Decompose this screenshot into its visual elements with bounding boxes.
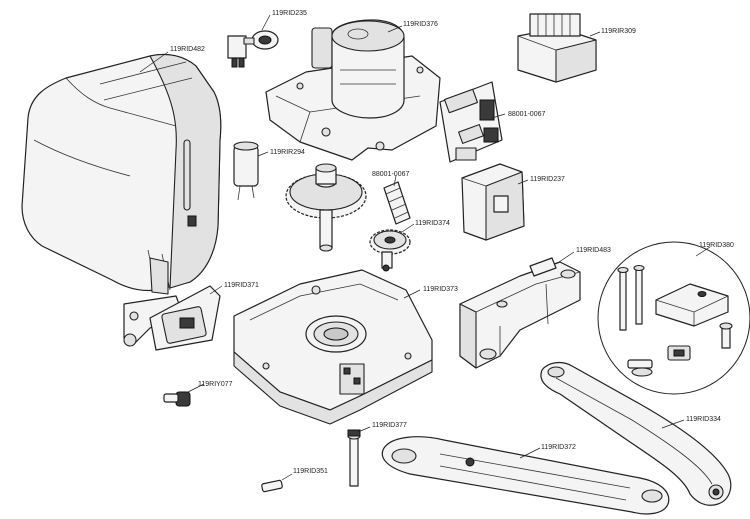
part-label-119RID377: 119RID377 (372, 422, 407, 429)
part-label-119RIR309: 119RIR309 (601, 28, 636, 35)
part-label-119RID334: 119RID334 (686, 416, 721, 423)
part-label-119RID482: 119RID482 (170, 46, 205, 53)
part-label-119RID483: 119RID483 (576, 247, 611, 254)
part-label-119RID376: 119RID376 (403, 21, 438, 28)
part-label-119RID373: 119RID373 (423, 286, 458, 293)
mounting-bracket-part[interactable] (459, 257, 581, 369)
part-label-119RIR294: 119RIR294 (270, 149, 305, 156)
worm-gear-part[interactable] (369, 229, 411, 272)
motor-assembly-part[interactable] (265, 19, 441, 161)
transformer-part[interactable] (517, 13, 597, 83)
part-label-119RID372: 119RID372 (541, 444, 576, 451)
encoder-part[interactable] (227, 30, 279, 68)
part-label-119RID371: 119RID371 (224, 282, 259, 289)
part-label-board-88001-0067: 88001-0067 (508, 111, 545, 118)
cover-part[interactable] (21, 53, 222, 295)
capacitor-part[interactable] (233, 141, 259, 201)
base-part[interactable] (233, 269, 433, 425)
release-lever-part[interactable] (123, 285, 221, 351)
part-label-119RID380: 119RID380 (699, 242, 734, 249)
control-board-part[interactable] (439, 81, 503, 163)
terminal-cover-part[interactable] (461, 163, 525, 241)
curved-arm-part[interactable] (540, 361, 732, 506)
fuse-part[interactable] (261, 479, 283, 493)
key-part[interactable] (163, 391, 191, 407)
part-label-shaft-88001-0067: 88001-0067 (372, 171, 409, 178)
part-label-119RID351: 119RID351 (293, 468, 328, 475)
part-label-119RID235: 119RID235 (272, 10, 307, 17)
straight-arm-part[interactable] (381, 436, 670, 515)
hardware-kit-part[interactable] (597, 241, 750, 395)
worm-shaft-part[interactable] (383, 181, 411, 225)
part-label-119RID374: 119RID374 (415, 220, 450, 227)
part-label-119RID237: 119RID237 (530, 176, 565, 183)
pin-part[interactable] (347, 429, 361, 487)
part-label-119RIY077: 119RIY077 (198, 381, 233, 388)
main-gear-part[interactable] (285, 163, 367, 252)
